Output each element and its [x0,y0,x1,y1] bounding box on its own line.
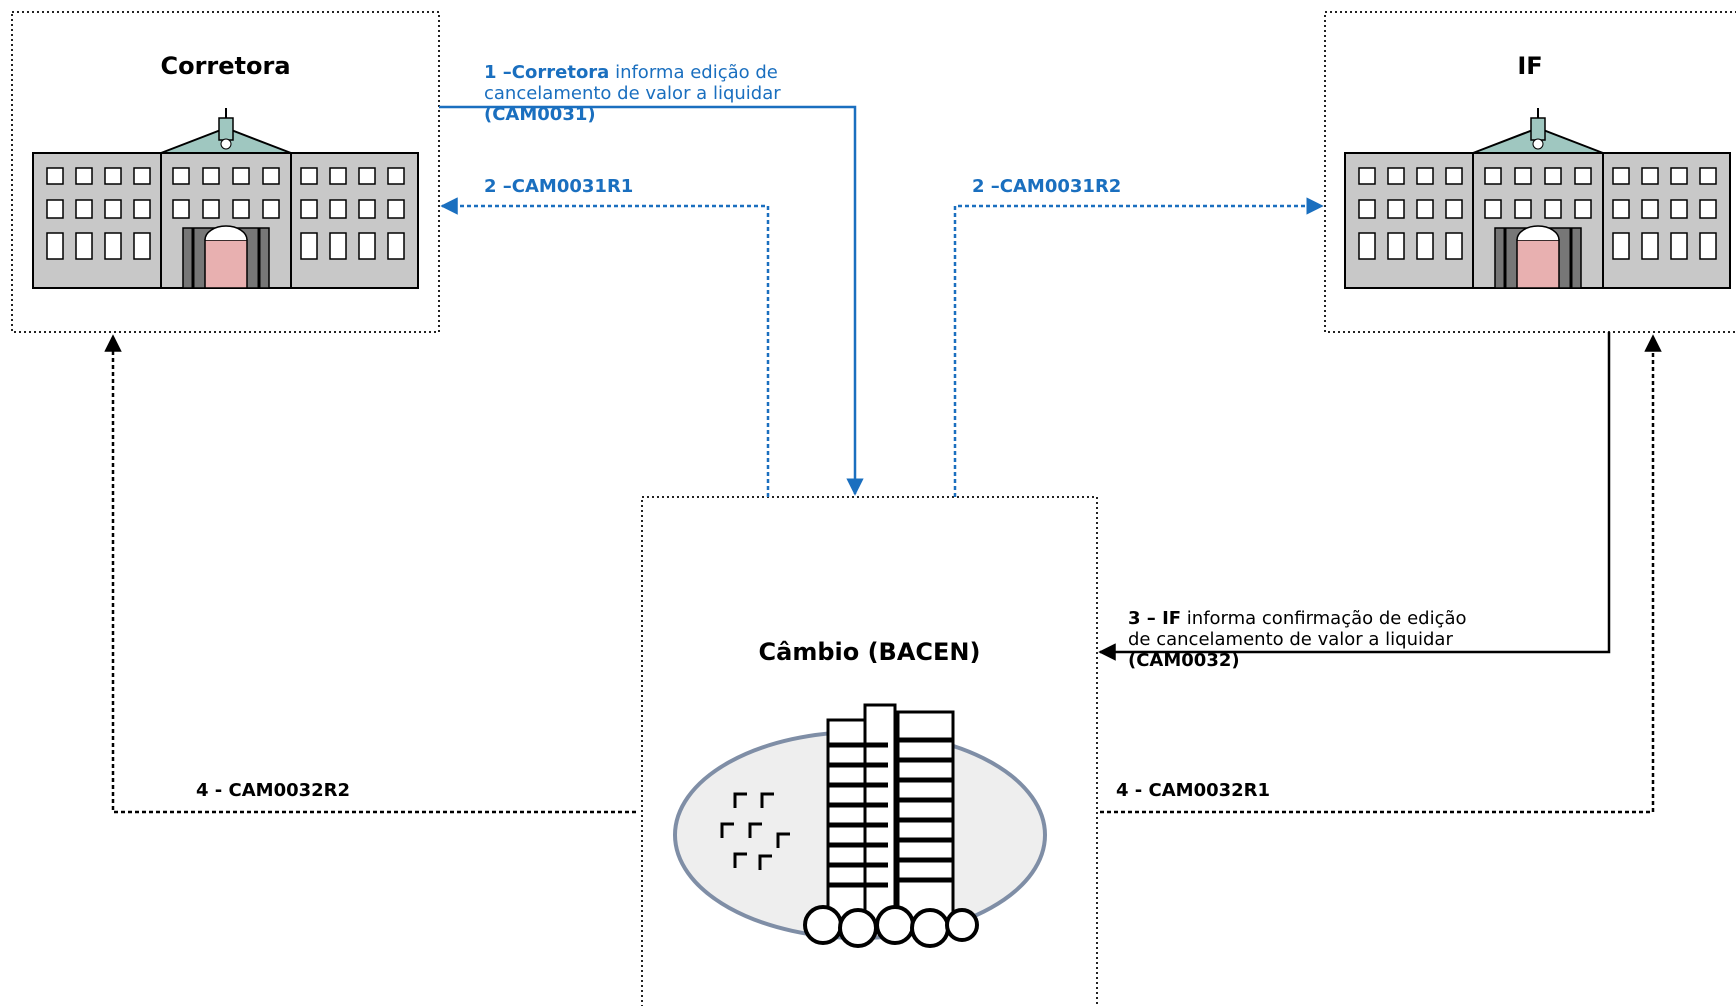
message-2a-label: 2 –CAM0031R1 [484,176,634,197]
message-4a-label: 4 - CAM0032R2 [196,780,351,801]
message-3-text: informa confirmação de edição [1181,608,1467,629]
message-3-num: 3 – [1128,608,1163,629]
arrow-4a [104,334,636,814]
corretora-box [11,11,440,333]
cambio-box [641,496,1098,1006]
arrow-2b [953,197,1324,497]
arrow-3 [1098,332,1611,661]
arrow-4b [1100,334,1662,814]
message-3-actor: IF [1162,608,1182,629]
message-3-code: (CAM0032) [1128,650,1240,671]
message-3-text2: de cancelamento de valor a liquidar [1128,629,1453,650]
message-1-code: (CAM0031) [484,104,596,125]
if-box [1324,11,1736,333]
arrow-1 [439,105,864,496]
if-title: IF [1517,52,1543,80]
corretora-title: Corretora [160,52,291,80]
message-1-text2: cancelamento de valor a liquidar [484,83,781,104]
message-3-label: 3 – IF informa confirmação de edição de … [1128,608,1467,671]
bank-building-icon [1343,106,1732,290]
central-bank-tower-icon [673,703,1047,948]
message-2b-label: 2 –CAM0031R2 [972,176,1122,197]
message-1-label: 1 –Corretora informa edição de cancelame… [484,62,781,125]
arrow-2a [440,197,770,497]
cambio-title: Câmbio (BACEN) [758,638,981,666]
message-1-text: informa edição de [609,62,778,83]
bank-building-icon [31,106,420,290]
message-1-actor: Corretora [511,62,610,83]
message-1-num: 1 – [484,62,512,83]
message-4b-label: 4 - CAM0032R1 [1116,780,1271,801]
